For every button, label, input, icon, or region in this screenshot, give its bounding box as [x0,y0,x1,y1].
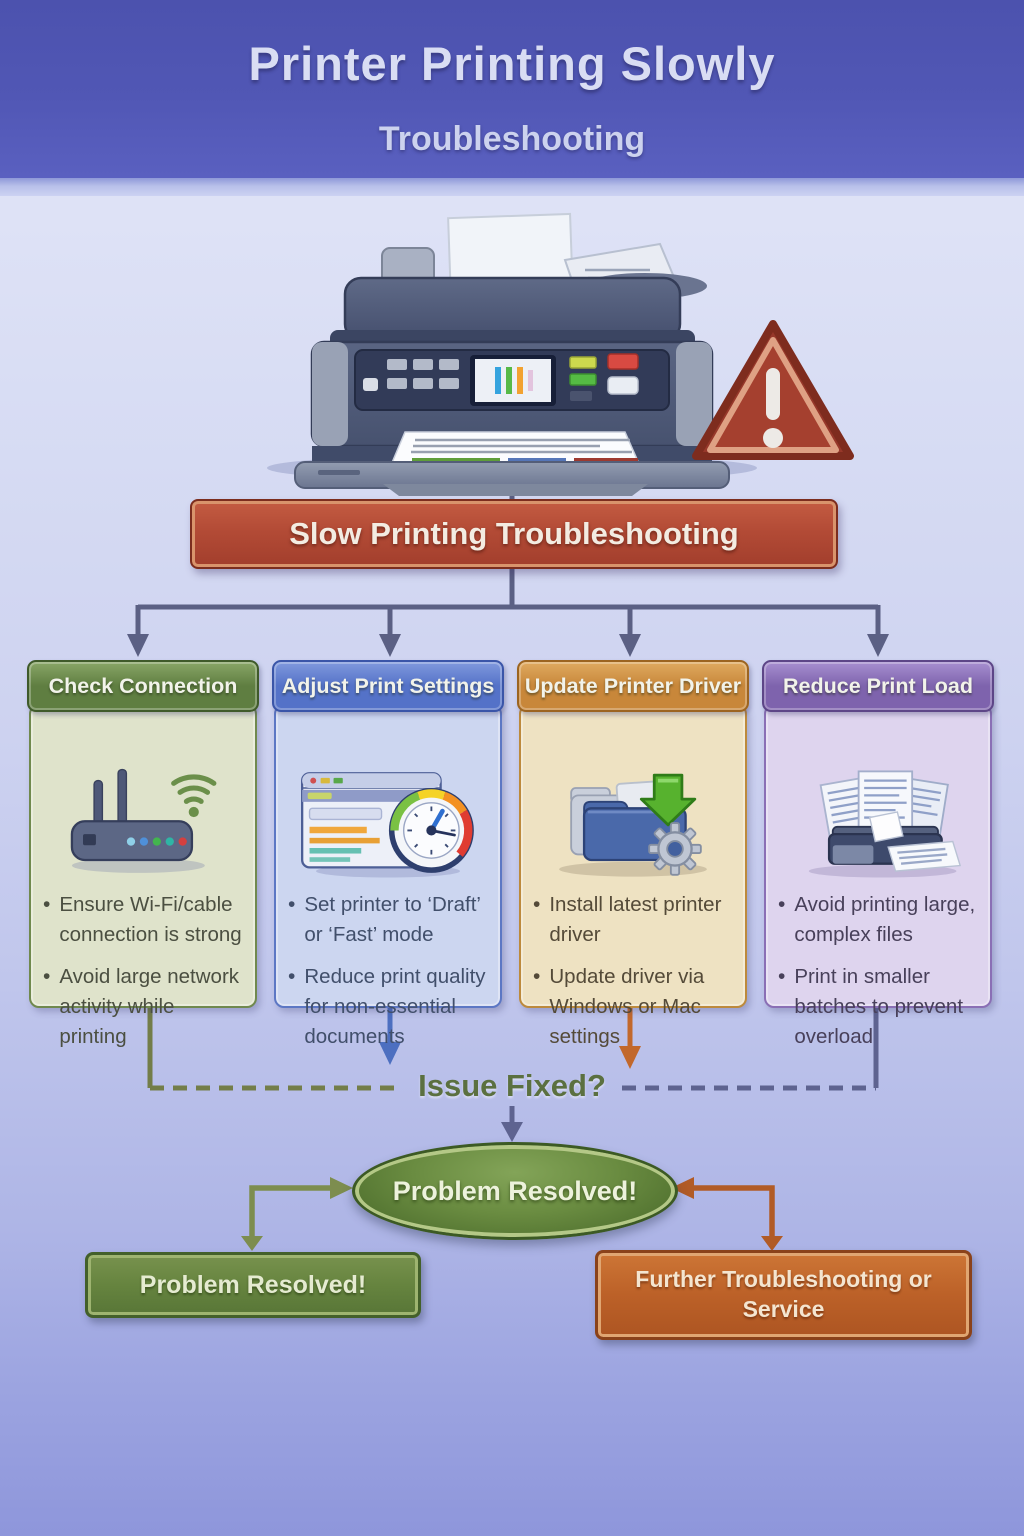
bullet-list: • Set printer to ‘Draft’ or ‘Fast’ mode … [276,884,500,1052]
arrow-down-icon [867,634,889,657]
driver-download-gear-icon [559,773,707,877]
printer-illustration [267,212,854,496]
bullet-list: • Avoid printing large, complex files • … [766,884,990,1052]
print-settings-gauge-icon [301,772,474,878]
arrow-down-icon [501,1122,523,1142]
column-header: Reduce Print Load [762,660,994,712]
warning-icon [692,320,854,460]
gear-icon [648,822,702,876]
decision-label: Issue Fixed? [418,1068,606,1103]
bullet-list: • Ensure Wi-Fi/cable connection is stron… [31,884,255,1052]
list-item: • Print in smaller batches to prevent ov… [778,962,980,1051]
list-item: • Set printer to ‘Draft’ or ‘Fast’ mode [288,890,490,949]
column-title: Adjust Print Settings [281,673,495,698]
outcome-label: Further Troubleshooting or Service [635,1266,932,1322]
bullet-dot: • [778,893,786,916]
arrow-down-icon [127,634,149,657]
column-reduce-print-load: • Avoid printing large, complex files • … [762,660,994,1048]
column-update-printer-driver: • Install latest printer driver • Update… [517,660,749,1048]
column-body: • Set printer to ‘Draft’ or ‘Fast’ mode … [274,704,502,1048]
arrow-left-icon [671,1177,694,1199]
header-band [0,0,1024,178]
bullet-text: Avoid large network activity while print… [59,965,240,1048]
column-title: Reduce Print Load [783,673,973,698]
printer-control-panel [354,349,670,411]
arrow-down-icon [379,634,401,657]
bullet-dot: • [778,965,786,989]
column-header: Adjust Print Settings [272,660,504,712]
arrow-down-icon [241,1236,263,1251]
bullet-text: Print in smaller batches to prevent over… [794,965,964,1048]
page-title: Printer Printing Slowly [248,37,776,90]
arrow-down-icon [761,1236,783,1251]
column-title: Check Connection [48,673,238,698]
list-item: • Avoid printing large, complex files [778,890,980,949]
bullet-dot: • [533,965,541,989]
arrow-down-icon [619,634,641,657]
arrow-right-icon [330,1177,353,1199]
column-body: • Avoid printing large, complex files • … [764,704,992,1048]
column-check-connection: • Ensure Wi-Fi/cable connection is stron… [27,660,259,1048]
bullet-text: Set printer to ‘Draft’ or ‘Fast’ mode [304,893,481,946]
bullet-dot: • [288,965,296,989]
paper-stack-printer-icon [808,770,962,878]
column-header: Check Connection [27,660,259,712]
list-item: • Update driver via Windows or Mac setti… [533,962,735,1051]
bullet-text: Install latest printer driver [549,893,722,946]
router-wifi-icon [70,768,217,873]
arrow-down-icon [619,1046,641,1069]
bullet-text: Update driver via Windows or Mac setting… [549,965,705,1048]
column-adjust-print-settings: • Set printer to ‘Draft’ or ‘Fast’ mode … [272,660,504,1048]
bullet-text: Avoid printing large, complex files [794,893,976,946]
outcome-label: Problem Resolved! [139,1270,367,1299]
column-title: Update Printer Driver [524,673,742,698]
column-body: • Install latest printer driver • Update… [519,704,747,1048]
bullet-dot: • [43,893,51,916]
bullet-dot: • [43,965,51,989]
speed-gauge [388,788,474,873]
bullet-text: Reduce print quality for non-essential d… [304,965,486,1048]
bullet-list: • Install latest printer driver • Update… [521,884,745,1052]
further-troubleshooting-box: Further Troubleshooting or Service [595,1250,972,1340]
problem-resolved-ellipse: Problem Resolved! [352,1142,678,1240]
list-item: • Ensure Wi-Fi/cable connection is stron… [43,890,245,949]
column-body: • Ensure Wi-Fi/cable connection is stron… [29,704,257,1048]
problem-resolved-box: Problem Resolved! [85,1252,421,1318]
arrow-down-icon [379,1042,401,1065]
list-item: • Install latest printer driver [533,890,735,949]
ellipse-label: Problem Resolved! [392,1175,638,1206]
list-item: • Reduce print quality for non-essential… [288,962,490,1051]
main-flow-banner: Slow Printing Troubleshooting [190,499,838,569]
banner-label: Slow Printing Troubleshooting [289,516,739,551]
bullet-dot: • [533,893,541,916]
list-item: • Avoid large network activity while pri… [43,962,245,1051]
column-header: Update Printer Driver [517,660,749,712]
bullet-text: Ensure Wi-Fi/cable connection is strong [59,893,242,946]
page-subtitle: Troubleshooting [378,120,646,158]
header-divider-strip [0,178,1024,196]
bullet-dot: • [288,893,296,916]
